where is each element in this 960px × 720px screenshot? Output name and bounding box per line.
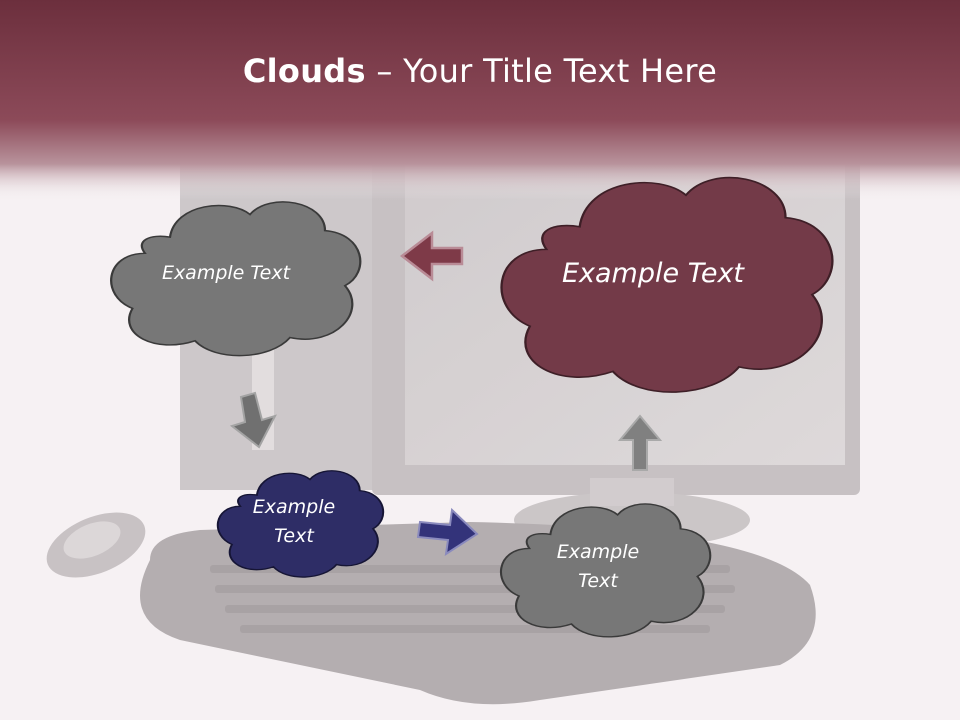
arrow-right-icon	[416, 507, 479, 557]
cloud-text-mid-left: Example Text	[224, 493, 364, 551]
cloud-text-mid-left-line2: Text	[274, 525, 314, 547]
cloud-text-mid-left-line1: Example	[252, 496, 336, 518]
header-band	[0, 0, 960, 200]
title-rest: Your Title Text Here	[403, 52, 718, 90]
arrow-down-icon	[229, 391, 277, 449]
cloud-text-bottom-right: Example Text	[512, 538, 684, 596]
cloud-text-top-right: Example Text	[561, 258, 745, 289]
slide-title: Clouds – Your Title Text Here	[0, 52, 960, 90]
cloud-text-bottom-right-line2: Text	[578, 570, 618, 592]
cloud-text-bottom-right-line1: Example	[556, 541, 640, 563]
arrow-up-icon	[617, 414, 663, 471]
cloud-text-top-left: Example Text	[161, 262, 291, 284]
title-bold: Clouds	[242, 52, 366, 90]
title-dash: –	[365, 52, 404, 90]
arrow-left-icon	[399, 230, 464, 282]
